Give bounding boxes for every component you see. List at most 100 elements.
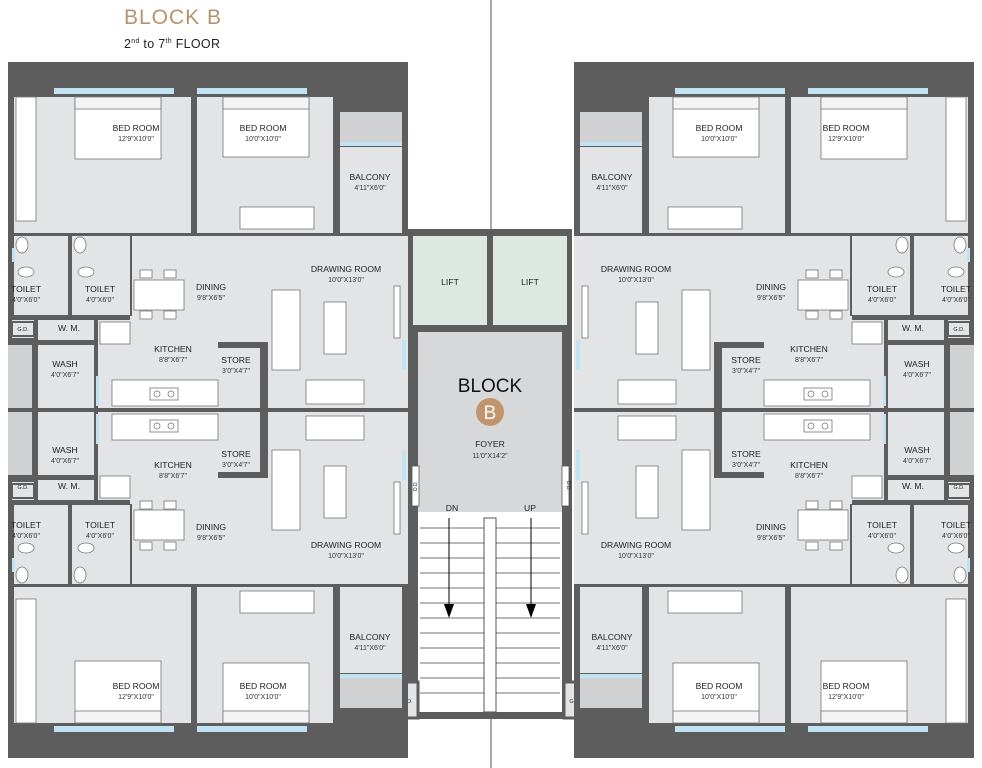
room-dim-toilet: 4'0"X6'0" <box>868 297 896 304</box>
stair-up-label: UP <box>524 503 536 513</box>
room-name-drawing: DRAWING ROOM <box>601 540 671 550</box>
room-dim-bed_second: 10'0"X10'0" <box>701 136 737 143</box>
room-name-bed_second: BED ROOM <box>696 123 743 133</box>
room-dim-wash: 4'0"X6'7" <box>903 458 931 465</box>
room-name-drawing: DRAWING ROOM <box>311 264 381 274</box>
room-dim-toilet: 4'0"X6'0" <box>868 533 896 540</box>
room-dim-bed_master: 12'9"X10'0" <box>828 136 864 143</box>
room-name-wash: WASH <box>904 445 929 455</box>
duct-left-label: D.D. <box>413 481 419 491</box>
room-name-store: STORE <box>731 449 761 459</box>
room-dim-toilet: 4'0"X6'0" <box>86 297 114 304</box>
room-name-store: STORE <box>221 355 251 365</box>
lift-right-label: LIFT <box>521 277 539 287</box>
room-name-bed_master: BED ROOM <box>823 681 870 691</box>
room-dim-dining: 9'8"X6'5" <box>757 535 785 542</box>
room-name-toilet: TOILET <box>867 284 898 294</box>
floor-range: 2nd to 7th FLOOR <box>124 37 221 51</box>
room-name-dining: DINING <box>756 522 786 532</box>
stair-up-arrowhead <box>526 604 536 618</box>
room-dim-wash: 4'0"X6'7" <box>51 458 79 465</box>
room-name-dining: DINING <box>196 282 226 292</box>
room-name-toilet: TOILET <box>941 520 972 530</box>
foyer-name: FOYER <box>475 439 505 449</box>
room-dim-bed_second: 10'0"X10'0" <box>245 136 281 143</box>
room-dim-toilet: 4'0"X6'0" <box>86 533 114 540</box>
room-name-wm: W. M. <box>902 481 924 491</box>
room-name-balcony: BALCONY <box>349 632 390 642</box>
room-name-kitchen: KITCHEN <box>790 460 828 470</box>
room-dim-drawing: 10'0"X13'0" <box>328 277 364 284</box>
core: LIFT LIFT BLOCK B FOYER 11'0"X14'2" DN U… <box>394 229 588 720</box>
room-name-wash: WASH <box>52 359 77 369</box>
block-label: BLOCK <box>458 376 523 397</box>
block-letter: B <box>484 403 497 424</box>
stair-down-label: DN <box>446 503 458 513</box>
room-name-toilet: TOILET <box>11 520 42 530</box>
room-name-drawing: DRAWING ROOM <box>311 540 381 550</box>
room-dim-dining: 9'8"X6'5" <box>197 535 225 542</box>
room-dim-toilet: 4'0"X6'0" <box>12 533 40 540</box>
room-dim-balcony: 4'11"X6'0" <box>354 645 386 652</box>
room-name-wm: W. M. <box>902 323 924 333</box>
room-name-wash: WASH <box>904 359 929 369</box>
room-name-store: STORE <box>731 355 761 365</box>
room-dim-toilet: 4'0"X6'0" <box>12 297 40 304</box>
room-name-toilet: TOILET <box>11 284 42 294</box>
room-dim-balcony: 4'11"X6'0" <box>596 185 628 192</box>
room-name-kitchen: KITCHEN <box>154 344 192 354</box>
room-name-drawing: DRAWING ROOM <box>601 264 671 274</box>
room-name-dining: DINING <box>756 282 786 292</box>
room-name-balcony: BALCONY <box>591 172 632 182</box>
room-name-gd: G.D. <box>17 485 29 491</box>
room-dim-bed_second: 10'0"X10'0" <box>701 694 737 701</box>
duct-left <box>411 465 420 507</box>
room-dim-store: 3'0"X4'7" <box>222 462 250 469</box>
room-dim-balcony: 4'11"X6'0" <box>354 185 386 192</box>
room-name-store: STORE <box>221 449 251 459</box>
room-name-gd: G.D. <box>953 485 965 491</box>
foyer-dim: 11'0"X14'2" <box>472 453 508 460</box>
room-dim-kitchen: 8'8"X6'7" <box>795 357 823 364</box>
room-dim-toilet: 4'0"X6'0" <box>942 533 970 540</box>
room-dim-wash: 4'0"X6'7" <box>51 372 79 379</box>
room-name-bed_second: BED ROOM <box>240 123 287 133</box>
room-name-toilet: TOILET <box>941 284 972 294</box>
room-name-kitchen: KITCHEN <box>154 460 192 470</box>
room-dim-store: 3'0"X4'7" <box>732 368 760 375</box>
room-dim-bed_master: 12'9"X10'0" <box>828 694 864 701</box>
room-dim-store: 3'0"X4'7" <box>732 462 760 469</box>
block-title: BLOCK B <box>124 6 223 29</box>
duct-right-label: D.D. <box>565 481 571 491</box>
room-dim-bed_second: 10'0"X10'0" <box>245 694 281 701</box>
room-name-gd: G.D. <box>17 327 29 333</box>
room-dim-store: 3'0"X4'7" <box>222 368 250 375</box>
room-name-toilet: TOILET <box>85 284 116 294</box>
room-name-toilet: TOILET <box>867 520 898 530</box>
room-labels: BED ROOM 12'9"X10'0" BED ROOM 10'0"X10'0" BA… <box>11 123 972 701</box>
room-name-toilet: TOILET <box>85 520 116 530</box>
room-dim-bed_master: 12'9"X10'0" <box>118 136 154 143</box>
room-dim-drawing: 10'0"X13'0" <box>618 553 654 560</box>
lift-right <box>493 236 567 325</box>
room-name-wash: WASH <box>52 445 77 455</box>
room-name-kitchen: KITCHEN <box>790 344 828 354</box>
room-dim-drawing: 10'0"X13'0" <box>618 277 654 284</box>
room-dim-wash: 4'0"X6'7" <box>903 372 931 379</box>
room-name-bed_second: BED ROOM <box>240 681 287 691</box>
room-name-bed_master: BED ROOM <box>113 123 160 133</box>
lift-left <box>413 236 487 325</box>
room-dim-dining: 9'8"X6'5" <box>197 295 225 302</box>
room-name-wm: W. M. <box>58 481 80 491</box>
room-dim-kitchen: 8'8"X6'7" <box>159 473 187 480</box>
room-dim-balcony: 4'11"X6'0" <box>596 645 628 652</box>
room-dim-drawing: 10'0"X13'0" <box>328 553 364 560</box>
block-letter-circle <box>476 398 504 426</box>
room-name-bed_master: BED ROOM <box>823 123 870 133</box>
room-dim-kitchen: 8'8"X6'7" <box>159 357 187 364</box>
room-name-balcony: BALCONY <box>349 172 390 182</box>
room-name-wm: W. M. <box>58 323 80 333</box>
room-dim-kitchen: 8'8"X6'7" <box>795 473 823 480</box>
room-name-gd: G.D. <box>953 327 965 333</box>
